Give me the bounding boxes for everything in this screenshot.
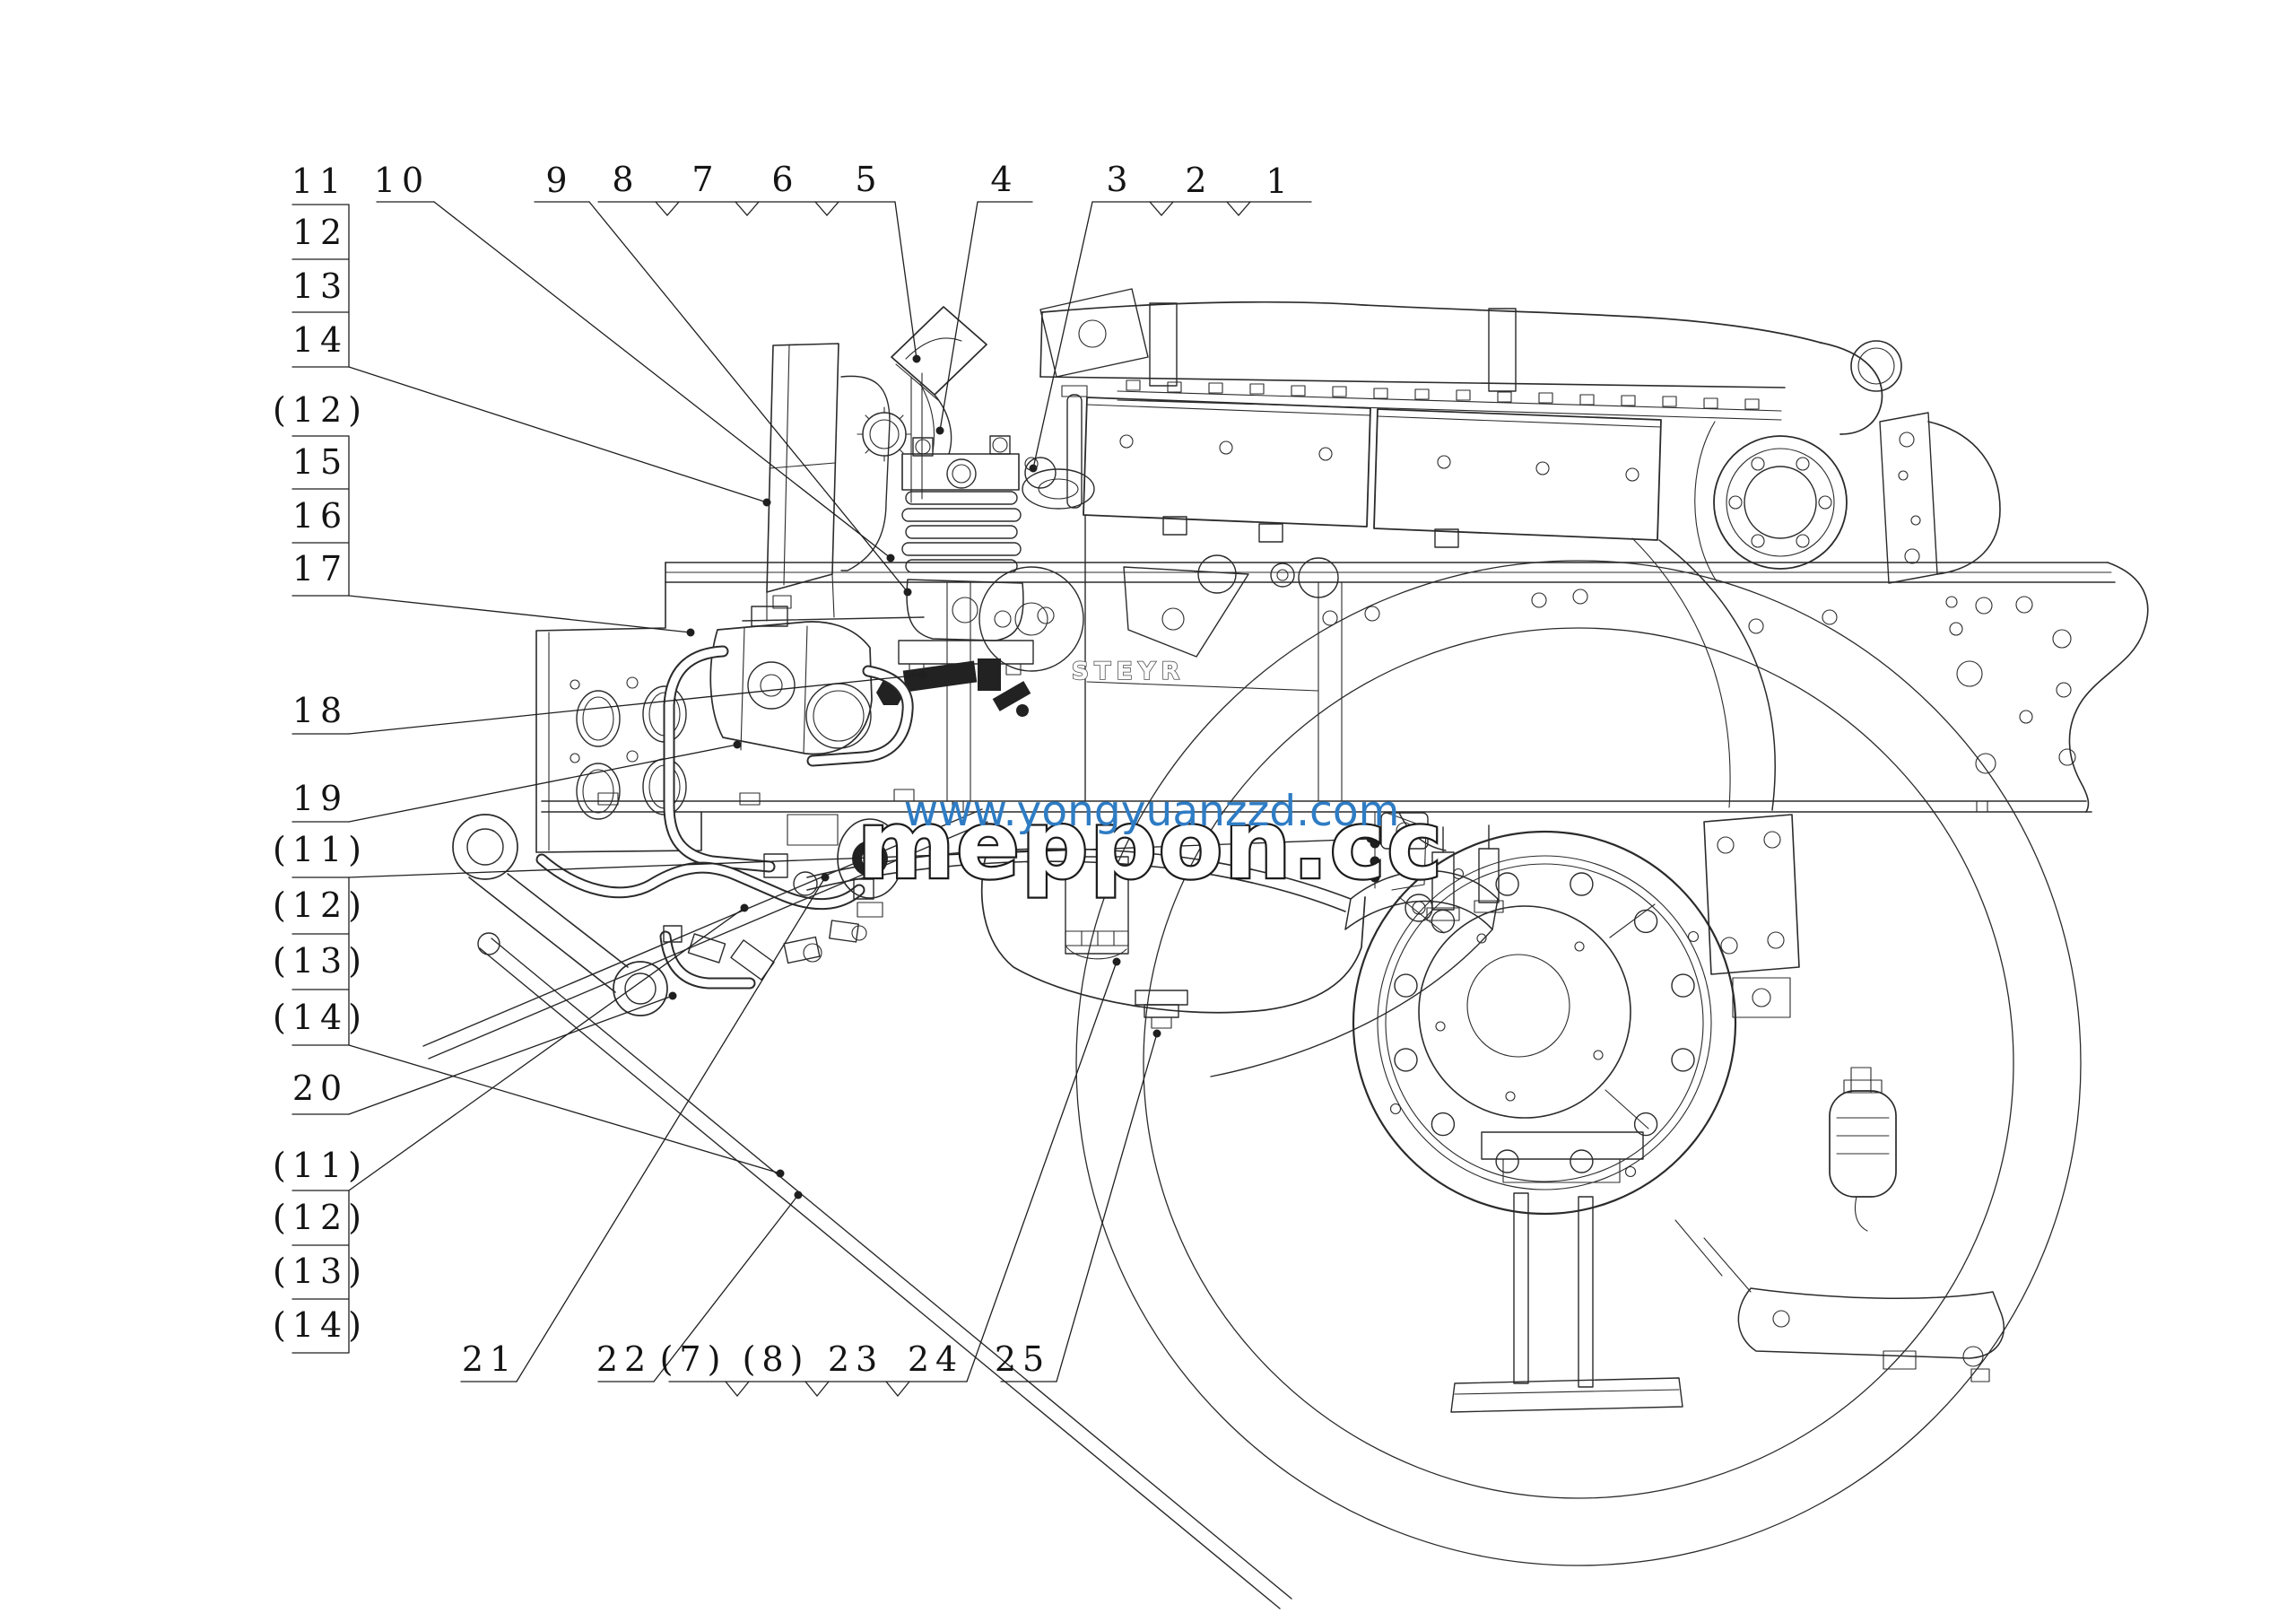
callout-bottom-p7: (7) <box>659 1339 727 1379</box>
steyr-part-marking: STEYR <box>1072 658 1186 685</box>
callout-left-18: 18 <box>291 691 349 730</box>
callout-left-14: 14 <box>291 320 349 360</box>
callout-left-19: 19 <box>291 779 349 818</box>
callout-left-12: 12 <box>291 213 349 252</box>
callout-left-p12a: (12) <box>272 390 369 430</box>
callout-bottom-21: 21 <box>461 1339 518 1379</box>
callout-top-11: 11 <box>291 161 348 201</box>
callout-left-13: 13 <box>291 266 349 306</box>
oil-pan <box>980 848 1366 1029</box>
callout-left-16: 16 <box>291 496 349 536</box>
callout-top-7: 7 <box>691 160 720 199</box>
callout-left-20: 20 <box>291 1068 349 1108</box>
callout-bottom-24: 24 <box>907 1339 964 1379</box>
front-axle-linkage <box>422 808 1499 1609</box>
callout-left-p11b: (11) <box>272 1146 369 1185</box>
callout-top-6: 6 <box>771 160 800 199</box>
callout-top-9: 9 <box>545 161 574 200</box>
callout-left-p11a: (11) <box>272 830 369 869</box>
callout-top-8: 8 <box>612 160 640 199</box>
cooling-and-steering-accessories <box>535 306 1084 990</box>
callout-top-3: 3 <box>1106 160 1135 199</box>
callout-left-p14a: (14) <box>272 998 369 1037</box>
callout-top-2: 2 <box>1185 161 1213 200</box>
callout-left-p13b: (13) <box>272 1251 369 1291</box>
callout-left-p13a: (13) <box>272 941 369 981</box>
frame-rail <box>535 554 2149 891</box>
callout-top-10: 10 <box>373 161 430 200</box>
callout-bottom-25: 25 <box>994 1339 1051 1379</box>
callout-top-1: 1 <box>1265 161 1294 201</box>
tire-outline <box>1075 560 2082 1566</box>
callout-bottom-p8: (8) <box>742 1339 810 1379</box>
callout-bottom-23: 23 <box>827 1339 884 1379</box>
url-watermark: www.yongyuanzzd.com <box>904 787 1400 836</box>
engine-assembly <box>1022 288 2001 811</box>
callout-leaders <box>291 201 1375 1398</box>
callout-left-17: 17 <box>291 549 349 589</box>
brand-watermark: meppon.cc <box>857 790 1444 900</box>
callout-left-15: 15 <box>291 442 349 482</box>
callout-left-p12b: (12) <box>272 885 369 925</box>
callout-top-4: 4 <box>990 160 1019 199</box>
callout-top-5: 5 <box>855 160 883 199</box>
callout-left-p14b: (14) <box>272 1305 369 1345</box>
wheel-hub-assembly <box>1352 812 2005 1413</box>
callout-left-p12c: (12) <box>272 1198 369 1237</box>
callout-bottom-22: 22 <box>596 1339 653 1379</box>
